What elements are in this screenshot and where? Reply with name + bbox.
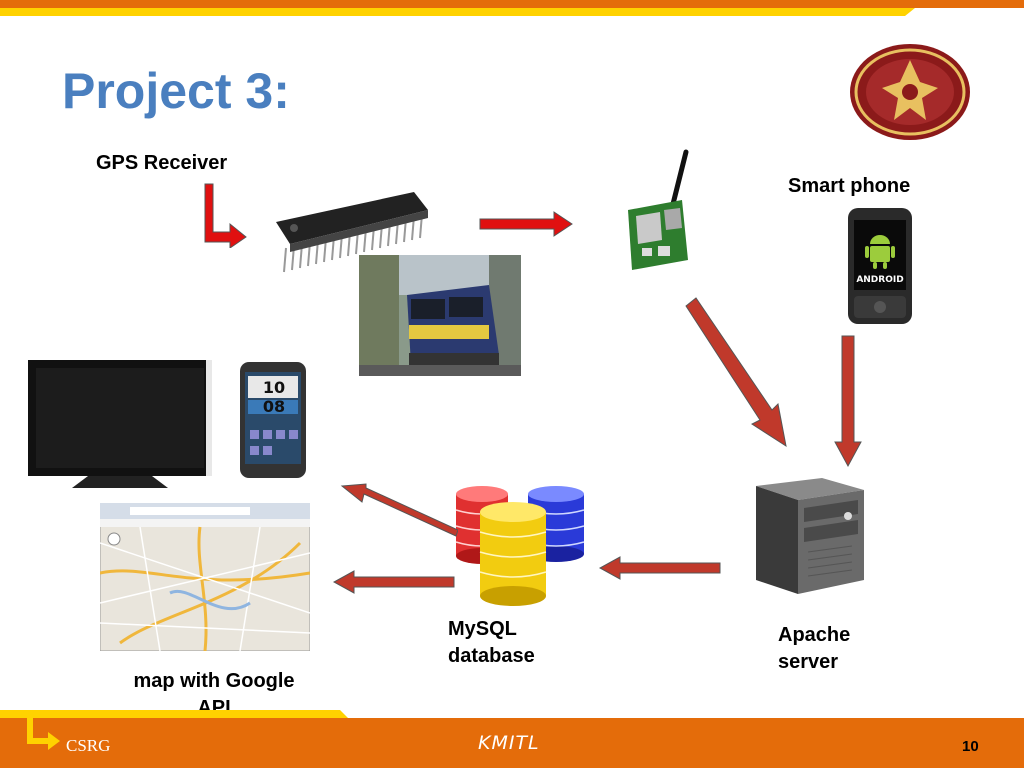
page-title: Project 3: <box>62 63 290 119</box>
apache-label-line2: server <box>778 651 839 673</box>
database-to-devices-arrow <box>340 483 458 537</box>
htc-phone-icon <box>240 362 306 478</box>
gps-receiver-label: GPS Receiver <box>96 152 228 174</box>
smart-phone-label: Smart phone <box>788 175 911 197</box>
module-to-server-arrow <box>685 297 787 448</box>
footer-left-text: CSRG <box>66 736 111 755</box>
mysql-label-line2: database <box>448 645 535 667</box>
yellow-db-cylinder <box>479 502 547 606</box>
footer-center-text: KMITL <box>478 732 540 754</box>
database-to-map-arrow <box>332 570 455 594</box>
map-label-line1: map with Google <box>133 670 295 692</box>
microcontroller-chip-icon <box>276 192 428 273</box>
chip-to-module-arrow <box>479 211 573 237</box>
top-band <box>0 0 1024 16</box>
university-seal-logo <box>850 44 970 140</box>
gps-arrow <box>204 183 247 248</box>
apache-label: Apache server <box>778 622 850 676</box>
page-number: 10 <box>962 738 979 755</box>
footer-band <box>0 710 1024 768</box>
svg-text:ANDROID: ANDROID <box>856 275 903 285</box>
apache-label-line1: Apache <box>778 624 851 646</box>
footer-arrow-icon <box>27 718 60 750</box>
server-tower-icon <box>756 478 864 594</box>
mysql-database-icon <box>455 486 585 606</box>
google-map-screenshot <box>100 503 310 651</box>
gps-module-icon <box>628 149 689 270</box>
server-to-database-arrow <box>598 556 721 580</box>
mysql-label-line1: MySQL <box>448 618 517 640</box>
phone-clock-text: 10 08 <box>262 378 286 416</box>
television-icon <box>28 360 212 488</box>
train-photo <box>359 255 521 376</box>
phone-to-server-arrow <box>834 335 862 468</box>
mysql-label: MySQL database <box>448 616 535 670</box>
android-phone-icon: ANDROID <box>848 208 912 324</box>
